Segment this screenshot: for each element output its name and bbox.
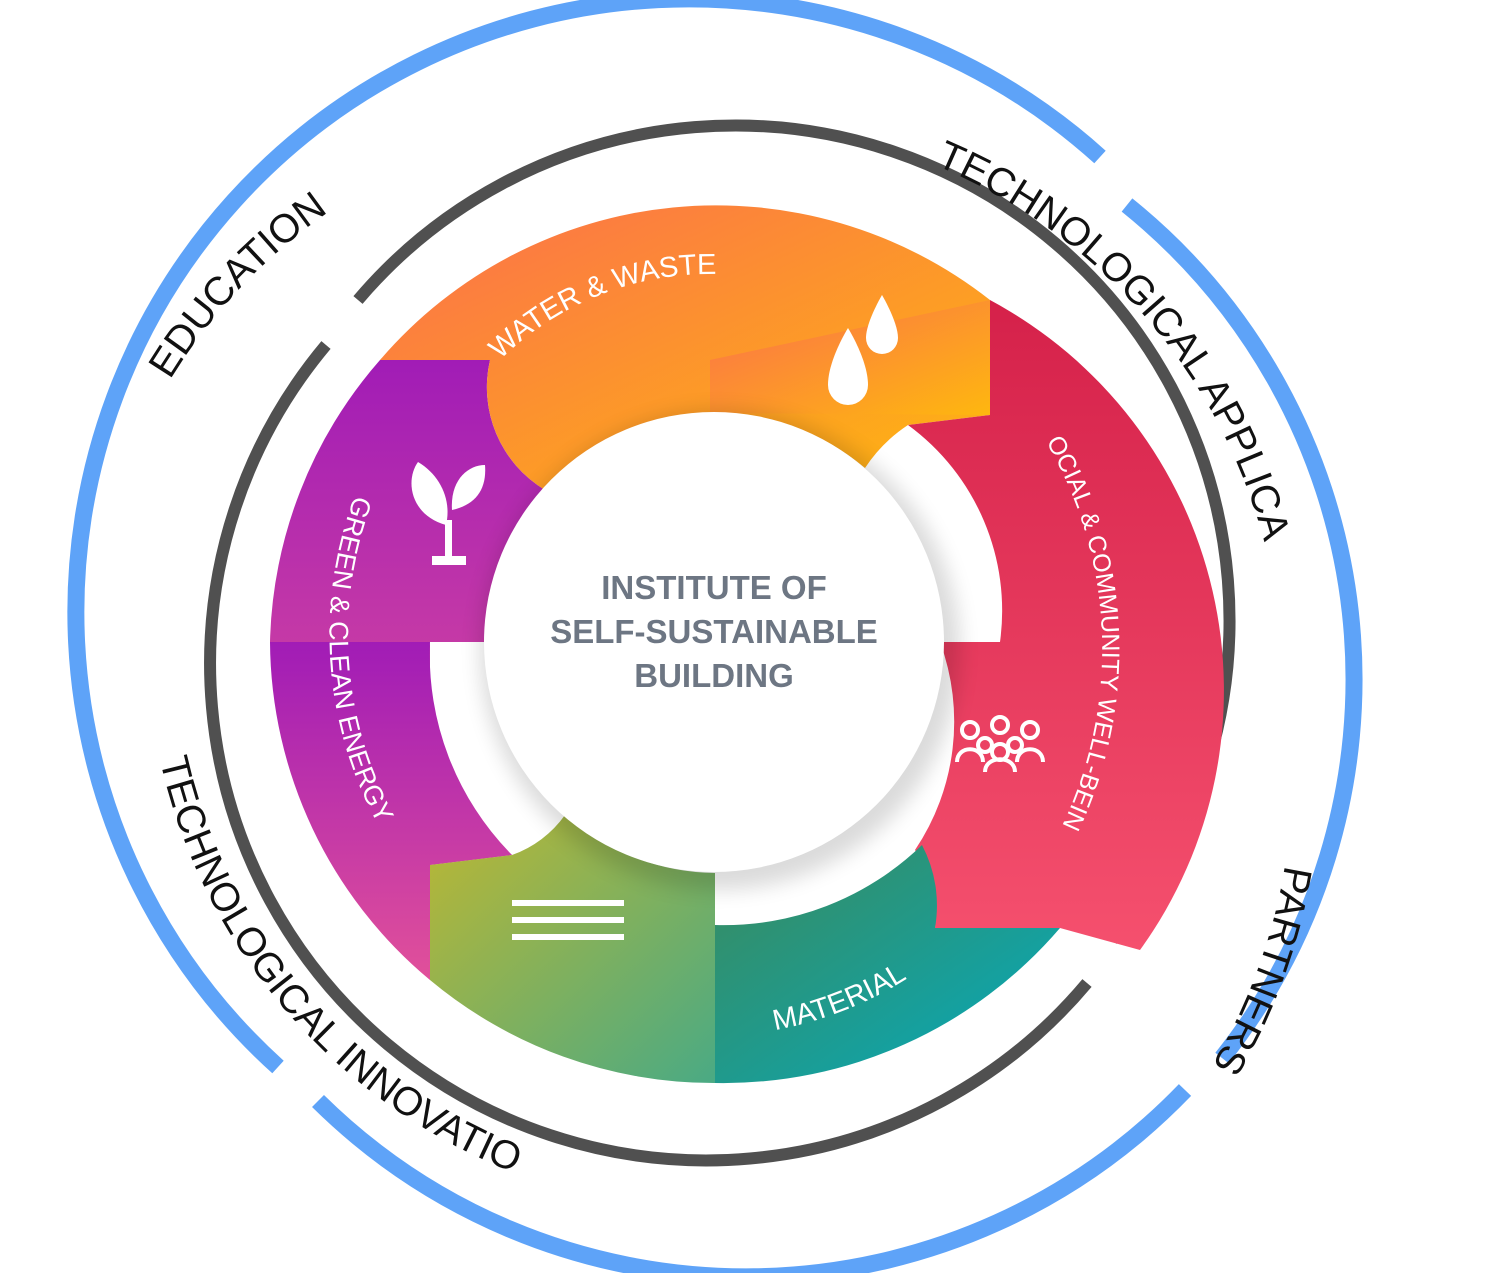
center-disc bbox=[484, 412, 944, 872]
outer-ring-arc-right bbox=[1121, 198, 1363, 1064]
water-drops-icon bbox=[828, 295, 898, 405]
center-title-line-3: BUILDING bbox=[634, 657, 794, 694]
center-title-line-2: SELF-SUSTAINABLE bbox=[550, 613, 878, 650]
people-group-icon bbox=[955, 715, 1045, 773]
layers-icon bbox=[512, 900, 624, 940]
segment-water-waste[interactable] bbox=[380, 205, 990, 490]
segment-material-left bbox=[430, 815, 715, 1084]
center-title: INSTITUTE OF SELF-SUSTAINABLE BUILDING bbox=[550, 569, 878, 694]
outer-ring-arc-bottom bbox=[312, 1084, 1192, 1273]
outer-ring-arc-top bbox=[67, 0, 1106, 1074]
center-title-line-1: INSTITUTE OF bbox=[601, 569, 827, 606]
plant-icon bbox=[411, 462, 486, 565]
segment-material[interactable] bbox=[715, 845, 1060, 1084]
segment-social-community[interactable] bbox=[908, 300, 1224, 950]
segment-green-lower bbox=[270, 642, 512, 980]
inner-ring-arc-left bbox=[203, 341, 1092, 1167]
outer-ring bbox=[67, 0, 1363, 1273]
